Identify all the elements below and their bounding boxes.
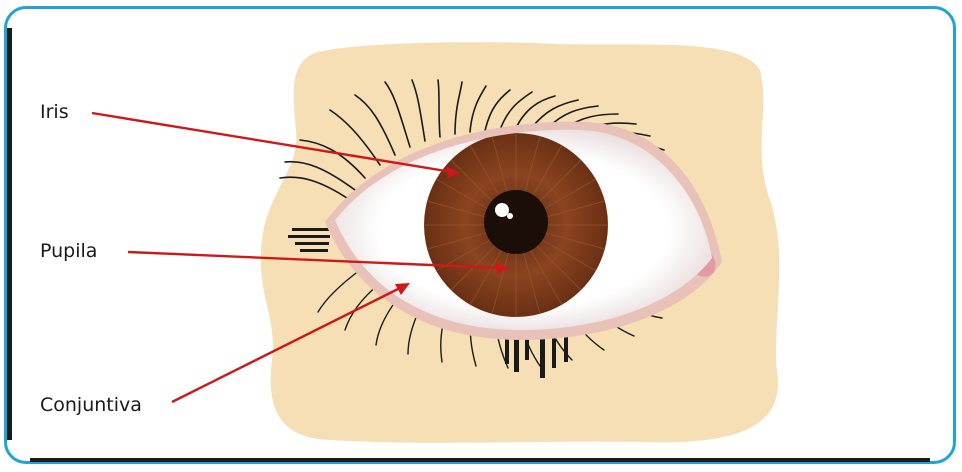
pupil bbox=[484, 190, 548, 254]
pupil-highlight-small bbox=[507, 213, 513, 219]
label-conjunctiva: Conjuntiva bbox=[40, 394, 142, 416]
pupil-highlight bbox=[495, 203, 509, 217]
label-pupil: Pupila bbox=[40, 240, 97, 262]
label-iris: Iris bbox=[40, 101, 69, 123]
